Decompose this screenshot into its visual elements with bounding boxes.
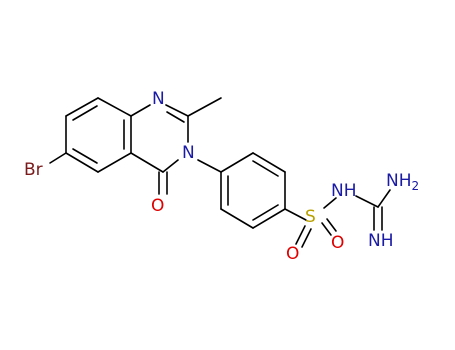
bond	[220, 152, 254, 173]
bonds	[49, 97, 391, 248]
atom-labels: N N O Br S O O NH NH2 NH	[24, 89, 419, 264]
sulfonamide-nh-label: NH	[331, 181, 357, 201]
bond	[72, 148, 98, 164]
bond	[284, 208, 307, 221]
imino-label: NH	[368, 231, 394, 251]
nitrogen-1-label: N	[152, 89, 165, 109]
bond	[166, 111, 185, 123]
bond	[187, 97, 222, 117]
bond	[323, 197, 337, 209]
carbonyl-oxygen-label: O	[151, 196, 164, 216]
bond	[252, 152, 286, 173]
bond	[326, 218, 337, 232]
sulfonyl-oxygen-label: O	[331, 233, 344, 253]
bond	[252, 208, 286, 229]
nitrogen-3-label: N	[182, 143, 195, 163]
amino-nh: NH	[386, 171, 412, 191]
bond	[220, 208, 254, 229]
bond	[197, 159, 222, 173]
bond	[72, 105, 98, 121]
amino-subscript: 2	[412, 179, 420, 193]
bond	[355, 195, 379, 208]
bond	[130, 104, 151, 117]
bond	[165, 104, 189, 117]
bromine-label: Br	[24, 160, 43, 180]
bond	[65, 152, 99, 173]
bond	[162, 159, 179, 173]
bond	[252, 160, 279, 177]
bond	[252, 204, 279, 221]
bond	[65, 97, 99, 117]
bond	[49, 152, 67, 164]
amino-label: NH2	[386, 171, 419, 193]
bond	[321, 222, 332, 236]
bond	[97, 97, 132, 117]
sulfonyl-oxygen-label: O	[286, 244, 299, 264]
bond	[301, 228, 312, 248]
bond	[97, 152, 132, 173]
bond	[295, 225, 306, 245]
sulfur-label: S	[305, 207, 316, 227]
bond	[130, 152, 164, 173]
bond	[377, 189, 391, 208]
